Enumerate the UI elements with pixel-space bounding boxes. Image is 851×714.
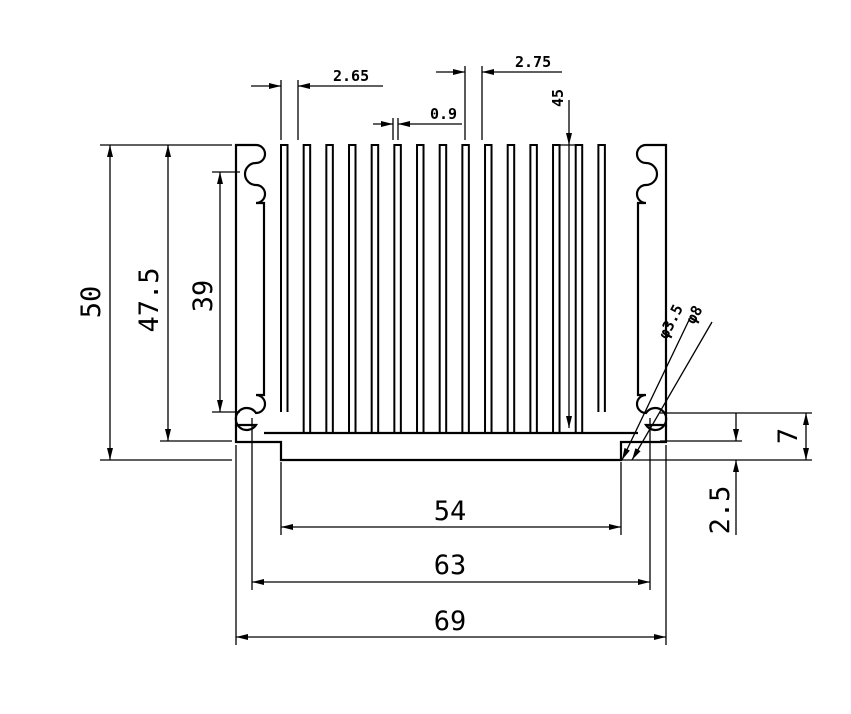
fin [370, 144, 380, 433]
fin [438, 144, 448, 433]
fin [506, 144, 516, 433]
fin [552, 144, 561, 433]
fin-group [280, 144, 606, 434]
label-base-thickness: 2.5 [705, 486, 736, 535]
fin [280, 144, 289, 412]
label-inner-height: 47.5 [134, 267, 165, 332]
fin [325, 144, 334, 433]
label-slot-spacing: 39 [188, 280, 219, 313]
label-slot-offset: 7 [773, 428, 804, 444]
fin [529, 144, 538, 433]
fin [302, 144, 312, 433]
fin [484, 144, 493, 433]
label-fin-gap: 2.65 [333, 67, 369, 85]
profile-contour [234, 143, 267, 432]
fin [416, 144, 425, 433]
label-hole-large: φ8 [682, 302, 707, 327]
label-overall-height: 50 [76, 286, 107, 319]
leader-hole-small [621, 317, 691, 461]
dimension-lines [100, 66, 812, 645]
label-fin-pitch: 2.75 [515, 53, 551, 71]
heatsink-outline [234, 143, 668, 462]
leader-hole-large [631, 321, 713, 461]
fin [597, 144, 606, 412]
fin [393, 144, 402, 433]
base-bottom [234, 425, 668, 462]
label-slot-width: 63 [434, 550, 467, 581]
fin [574, 144, 584, 433]
fin [348, 144, 357, 433]
label-fin-tip: 0.9 [430, 105, 457, 123]
fin [461, 144, 470, 433]
label-fin-depth: 45 [549, 89, 567, 107]
profile-contour-right [635, 143, 668, 432]
label-overall-width: 69 [434, 606, 467, 637]
label-base-width: 54 [434, 496, 467, 527]
